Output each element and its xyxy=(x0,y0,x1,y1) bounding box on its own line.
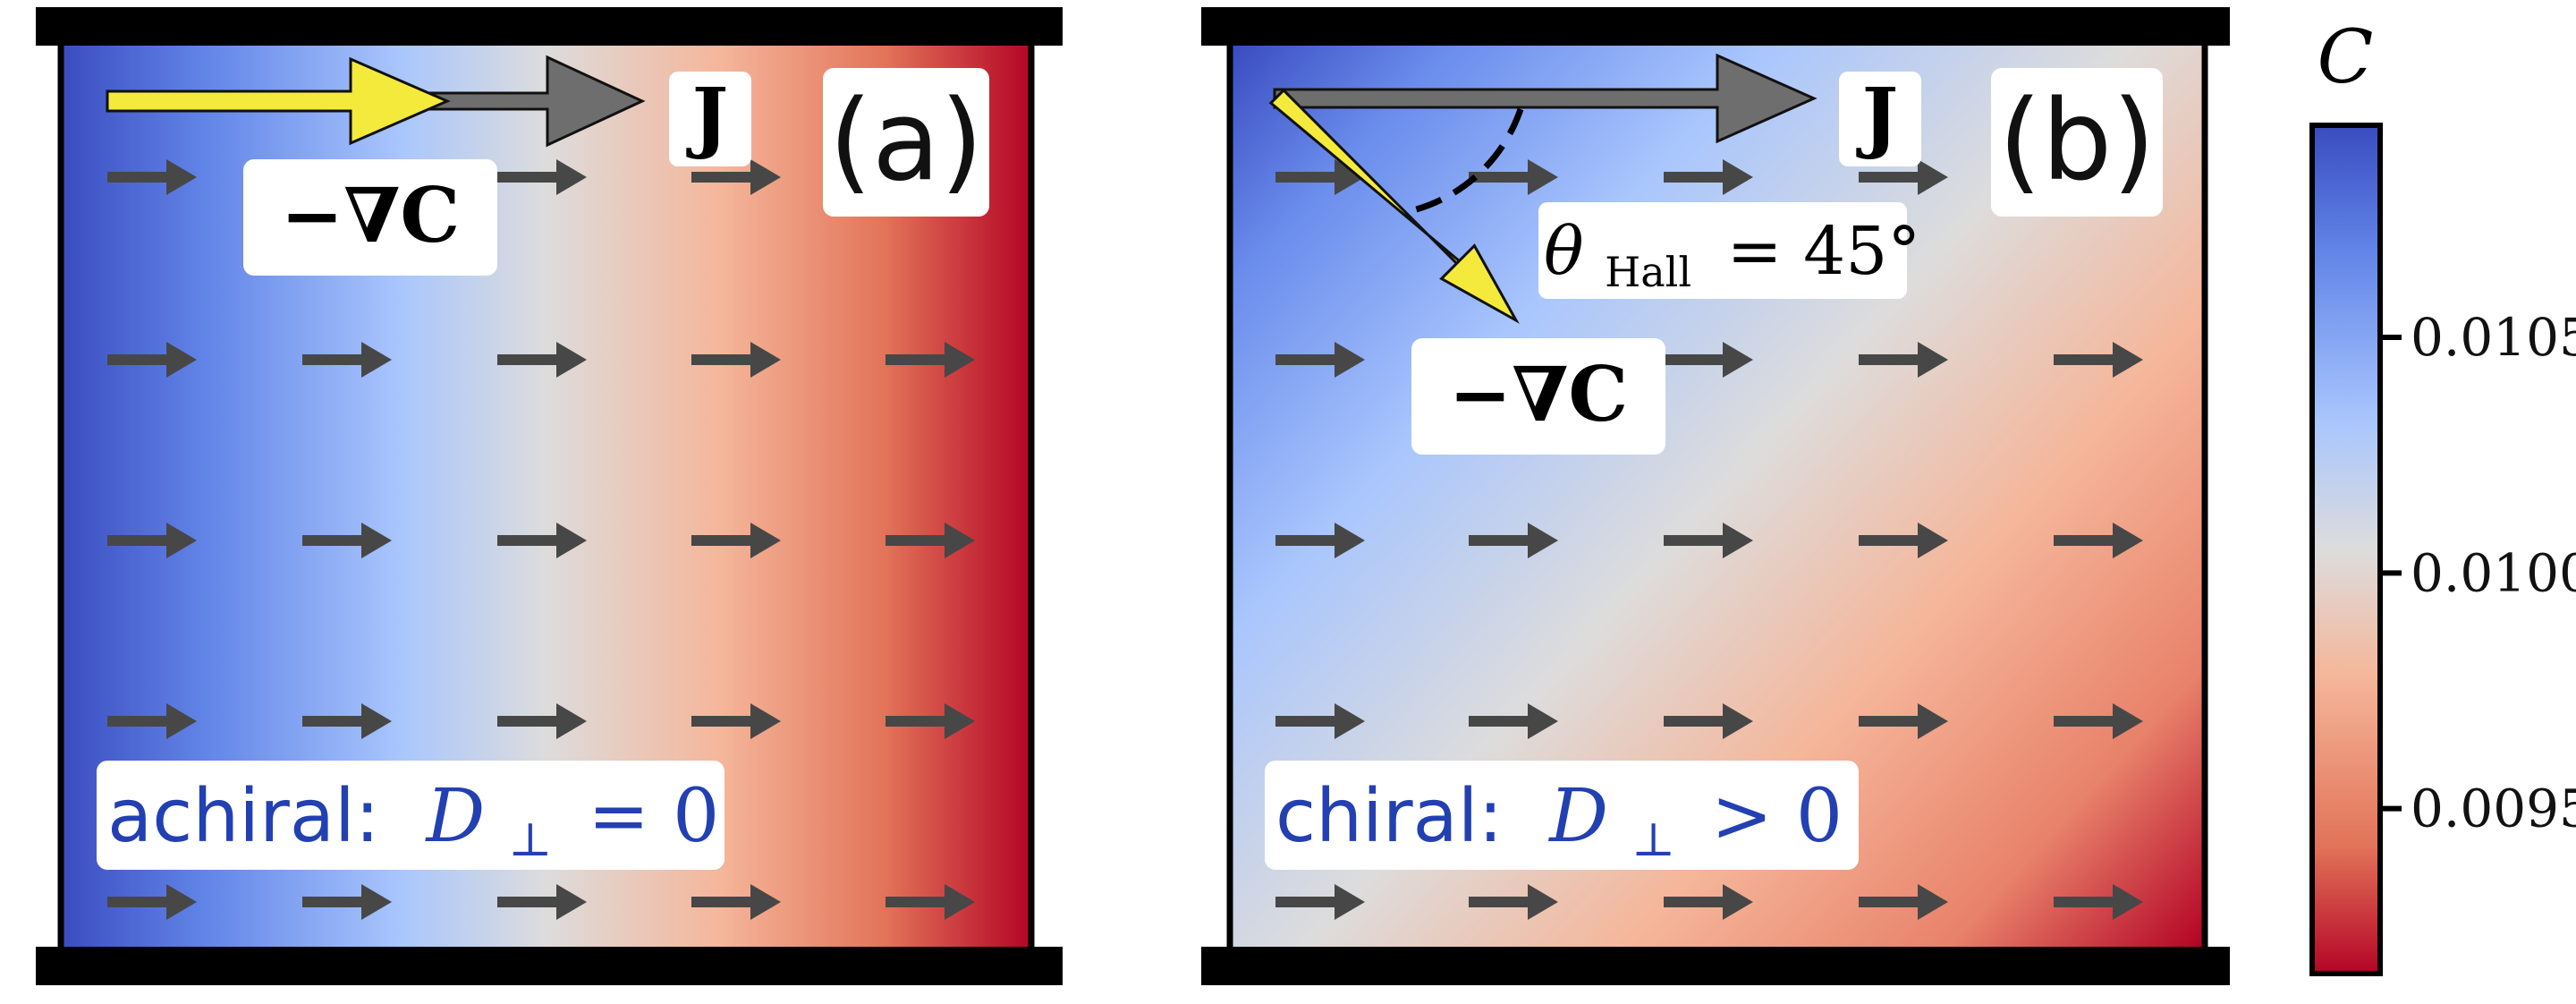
panel-a-caption-box xyxy=(97,761,724,870)
panel-b-angle-var: θ xyxy=(1544,213,1584,290)
panel-a-caption-var: D xyxy=(425,774,486,859)
flow-arrow xyxy=(2054,703,2143,739)
colorbar-tick-label: 0.0105 xyxy=(2411,307,2576,368)
colorbar-tick-label: 0.0095 xyxy=(2411,779,2576,839)
flow-arrow xyxy=(1664,884,1753,920)
flow-arrow xyxy=(497,884,587,920)
flow-arrow xyxy=(302,523,392,558)
panel-a-gradient-arrow xyxy=(106,56,451,146)
panel-b-angle-sub: Hall xyxy=(1605,248,1691,296)
panel-a-gradient-label-box xyxy=(243,159,497,276)
panel-a-caption-rel: = 0 xyxy=(588,774,719,859)
flow-arrow xyxy=(2054,884,2143,920)
panel-b-current-label: J xyxy=(1856,72,1899,162)
panel-a-gradient-label: −∇C xyxy=(281,171,460,260)
panel-b-angle-label-box xyxy=(1538,202,1907,299)
flow-arrow xyxy=(886,884,975,920)
flow-arrow xyxy=(1859,703,1948,739)
flow-arrow xyxy=(691,523,781,558)
colorbar-scale xyxy=(2309,123,2383,976)
colorbar-tick-label: 0.0100 xyxy=(2411,542,2576,603)
flow-arrow xyxy=(1664,342,1753,378)
panel-b-caption-box xyxy=(1265,761,1859,870)
flow-arrow xyxy=(1275,703,1365,739)
flow-arrow xyxy=(1275,159,1365,195)
flow-arrow xyxy=(691,159,781,195)
panel-b-bottom-plate xyxy=(1201,947,2230,985)
flow-arrow xyxy=(886,523,975,558)
panel-a-bottom-plate xyxy=(36,947,1063,985)
panel-b-caption-sub: ⊥ xyxy=(1631,813,1675,867)
flow-arrow xyxy=(107,884,197,920)
panel-b-caption: chiral: D ⊥ > 0 xyxy=(1275,774,1843,873)
flow-arrow xyxy=(1275,884,1365,920)
flow-arrow xyxy=(691,342,781,378)
flow-arrow xyxy=(691,884,781,920)
flow-arrow xyxy=(497,523,587,558)
panel-b-caption-var: D xyxy=(1547,774,1608,859)
panel-a-caption-sub: ⊥ xyxy=(508,813,552,867)
panel-a-tag-box xyxy=(823,68,989,217)
panel-a-tag: (a) xyxy=(829,77,984,206)
flow-arrow xyxy=(1859,159,1948,195)
panel-a-current-label-box xyxy=(669,72,751,166)
flow-arrow xyxy=(1664,703,1753,739)
panel-a: −∇C J (a) achiral: D ⊥ = 0 xyxy=(36,7,1063,985)
flow-arrow xyxy=(2054,342,2143,378)
flow-arrow xyxy=(497,703,587,739)
flow-arrow xyxy=(1664,159,1753,195)
panel-b-hall-angle-arc xyxy=(1412,107,1524,214)
flow-arrow xyxy=(497,342,587,378)
flow-arrow xyxy=(886,342,975,378)
flow-arrow xyxy=(2054,523,2143,558)
flow-arrow xyxy=(1275,342,1365,378)
colorbar-ticks: 0.0105 0.0100 0.0095 xyxy=(2380,307,2576,839)
panel-a-caption-word: achiral: xyxy=(107,774,379,859)
panel-a-current-label: J xyxy=(686,72,729,162)
panel-a-caption: achiral: D ⊥ = 0 xyxy=(107,774,719,873)
flow-arrow xyxy=(886,703,975,739)
panel-b-angle-label: θ Hall = 45° xyxy=(1544,213,1920,302)
panel-a-flow-arrows xyxy=(107,159,975,920)
flow-arrow xyxy=(107,159,197,195)
panel-b-caption-rel: > 0 xyxy=(1711,774,1843,859)
panel-b-tag-box xyxy=(1991,68,2163,217)
panel-b-current-arrow xyxy=(1273,53,1818,144)
flow-arrow xyxy=(1469,884,1558,920)
flow-arrow xyxy=(1859,884,1948,920)
panel-b: θ Hall = 45° −∇C J (b) chiral: D ⊥ > 0 xyxy=(1201,7,2230,985)
flow-arrow xyxy=(1664,523,1753,558)
flow-arrow xyxy=(497,159,587,195)
flow-arrow xyxy=(1859,342,1948,378)
panel-b-current-label-box xyxy=(1839,72,1921,166)
flow-arrow xyxy=(302,884,392,920)
panel-a-top-plate xyxy=(36,7,1063,46)
panel-b-angle-rel: = 45° xyxy=(1727,213,1921,290)
colorbar-title: C xyxy=(2318,15,2374,100)
flow-arrow xyxy=(107,703,197,739)
flow-arrow xyxy=(1469,523,1558,558)
flow-arrow xyxy=(302,342,392,378)
flow-arrow xyxy=(691,703,781,739)
panel-b-gradient-label: −∇C xyxy=(1449,350,1628,438)
panel-b-caption-word: chiral: xyxy=(1275,774,1503,859)
flow-arrow xyxy=(107,342,197,378)
flow-arrow xyxy=(1469,703,1558,739)
panel-b-gradient-arrow xyxy=(1268,88,1520,324)
flow-arrow xyxy=(107,523,197,558)
flow-arrow xyxy=(1859,523,1948,558)
panel-b-gradient-label-box xyxy=(1411,338,1665,455)
colorbar: C 0.0105 0.0100 0.0095 xyxy=(2309,15,2576,976)
panel-b-tag: (b) xyxy=(1998,77,2155,206)
flow-arrow xyxy=(1275,523,1365,558)
flow-arrow xyxy=(302,703,392,739)
panel-b-top-plate xyxy=(1201,7,2230,46)
flow-arrow xyxy=(1469,159,1558,195)
